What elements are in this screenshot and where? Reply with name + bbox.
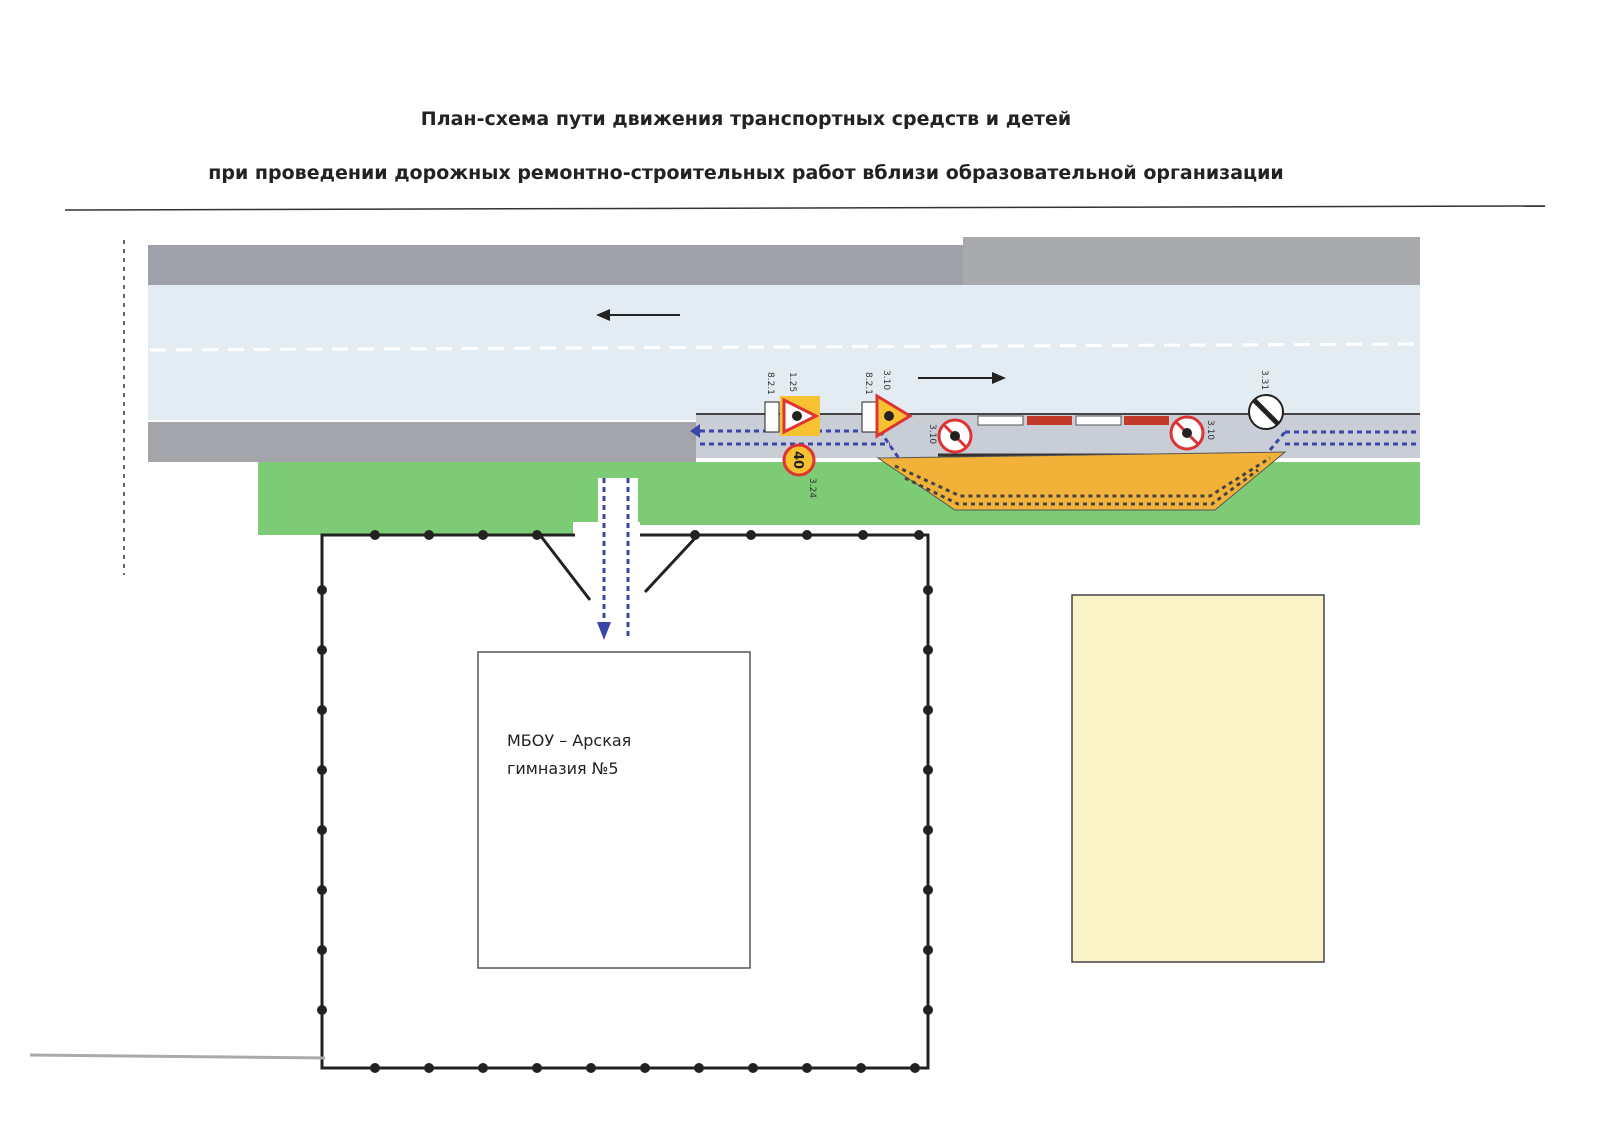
fence-post [923, 585, 933, 595]
arrow-left-icon [596, 309, 680, 321]
sign-label: 3.10 [881, 370, 891, 390]
far-sidewalk [148, 245, 963, 285]
neighbor-building [1071, 594, 1325, 963]
fence-post [923, 825, 933, 835]
sign-label: 1.25 [787, 372, 797, 392]
fence-post [748, 1063, 758, 1073]
fence-post [317, 585, 327, 595]
route-arrow-icon [597, 622, 611, 640]
route-arrow-icon [690, 424, 700, 438]
fence-post [317, 945, 327, 955]
sign-label: 3.10 [1205, 420, 1215, 440]
fence-post [802, 530, 812, 540]
title-line-2: при проведении дорожных ремонтно-строите… [208, 162, 1284, 184]
road-barrier [977, 415, 1169, 426]
sign-label: 3.31 [1259, 370, 1269, 390]
sign-8-2-1-plate [764, 401, 780, 433]
fence-post [317, 1005, 327, 1015]
fence-post [532, 530, 542, 540]
fence-post [586, 1063, 596, 1073]
sign-3-10-children-icon [875, 393, 913, 439]
arrow-right-icon [918, 372, 1006, 384]
sign-1-25-road-works-icon [780, 396, 820, 436]
fence-post [914, 530, 924, 540]
fence-post [802, 1063, 812, 1073]
fence-post [923, 945, 933, 955]
fence-post [690, 530, 700, 540]
fence-post [923, 885, 933, 895]
fence-post [317, 825, 327, 835]
fence-post [746, 530, 756, 540]
fence-post [478, 530, 488, 540]
near-sidewalk [148, 422, 696, 462]
sign-3-24-speed-limit-icon: 40 [782, 443, 816, 477]
title-line-1: План-схема пути движения транспортных ср… [421, 108, 1071, 130]
fence-post [478, 1063, 488, 1073]
school-building [477, 651, 751, 969]
fence-post [910, 1063, 920, 1073]
fence-post [923, 705, 933, 715]
fence-post [370, 530, 380, 540]
sign-label: 3.10 [927, 424, 937, 444]
fence-post [317, 705, 327, 715]
fence-post [858, 530, 868, 540]
sign-label: 8.2.1 [863, 372, 873, 395]
school-name-line-2: гимназия №5 [507, 759, 619, 778]
fence-post [694, 1063, 704, 1073]
sign-no-pedestrians-icon [937, 418, 973, 454]
svg-text:40: 40 [790, 451, 805, 469]
fence-post [317, 765, 327, 775]
title-divider [64, 205, 1546, 211]
school-fence [320, 533, 930, 1070]
fence-post [317, 885, 327, 895]
fence-post [923, 1005, 933, 1015]
sign-label: 3.24 [807, 478, 817, 498]
fence-posts [317, 530, 933, 1073]
fence-post [424, 1063, 434, 1073]
school-name-line-1: МБОУ – Арская [507, 731, 631, 750]
far-sidewalk-right [963, 237, 1420, 285]
fence-post [317, 645, 327, 655]
fence-post [532, 1063, 542, 1073]
sign-8-2-1-plate [861, 401, 877, 433]
sign-no-pedestrians-icon [1169, 415, 1205, 451]
fence-post [856, 1063, 866, 1073]
sign-3-31-end-restrictions-icon [1248, 394, 1284, 430]
sign-label: 8.2.1 [765, 372, 775, 395]
fence-post [640, 1063, 650, 1073]
fence-post [923, 645, 933, 655]
fence-post [370, 1063, 380, 1073]
center-line [149, 342, 1421, 352]
fence-post [424, 530, 434, 540]
fence-post [923, 765, 933, 775]
